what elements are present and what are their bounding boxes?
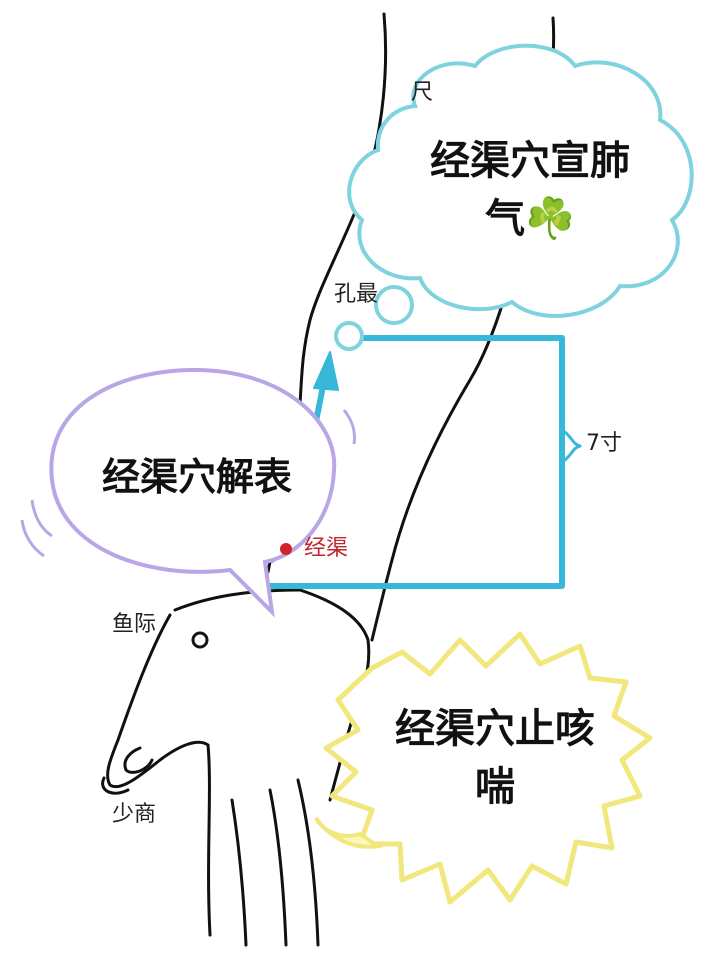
top-bubble-line1: 经渠穴宣肺 xyxy=(430,138,630,184)
label-measure: 7寸 xyxy=(586,431,622,456)
top-bubble xyxy=(334,43,694,351)
label-yuji: 鱼际 xyxy=(112,612,157,637)
bottom-bubble-line2: 喘 xyxy=(475,764,515,810)
clover-icon: ☘️ xyxy=(525,196,575,242)
top-bubble-dot-small xyxy=(334,321,364,351)
finger-line-2 xyxy=(268,788,288,947)
finger-line-1 xyxy=(230,798,248,947)
left-bubble-arc-right xyxy=(342,409,356,445)
top-bubble-line2-row: 气☘️ xyxy=(380,190,680,248)
bottom-bubble xyxy=(314,631,653,905)
top-bubble-dot-large xyxy=(374,285,414,325)
bottom-bubble-line1: 经渠穴止咳 xyxy=(395,706,595,752)
top-bubble-line2: 气 xyxy=(485,196,526,242)
left-bubble-text: 经渠穴解表 xyxy=(101,455,292,499)
finger-line-3 xyxy=(296,778,320,947)
wrist-crease xyxy=(173,588,302,612)
top-bubble-text: 经渠穴宣肺 气☘️ xyxy=(380,132,680,248)
bottom-bubble-burst xyxy=(323,631,653,905)
label-top-cut: 尺 xyxy=(411,80,434,105)
label-shaoshang: 少商 xyxy=(112,802,157,827)
meridian-arrow-head xyxy=(313,351,339,391)
measure-brace xyxy=(560,428,582,464)
top-bubble-cloud xyxy=(347,43,694,318)
left-bubble xyxy=(20,367,356,618)
bottom-bubble-tail xyxy=(314,816,384,849)
thumb-outline xyxy=(123,746,154,774)
bottom-bubble-text: 经渠穴止咳 喘 xyxy=(360,700,630,816)
left-bubble-arc-outer xyxy=(20,519,45,558)
left-bubble-arc-inner xyxy=(30,499,53,538)
yuji-point-marker xyxy=(191,631,209,649)
label-jingqu: 经渠 xyxy=(304,536,349,561)
thumb-tip xyxy=(101,776,130,795)
label-kongzui: 孔最 xyxy=(334,282,379,307)
left-bubble-shape xyxy=(49,367,337,618)
jingqu-point-marker xyxy=(280,543,292,555)
hand-outline xyxy=(106,613,212,937)
